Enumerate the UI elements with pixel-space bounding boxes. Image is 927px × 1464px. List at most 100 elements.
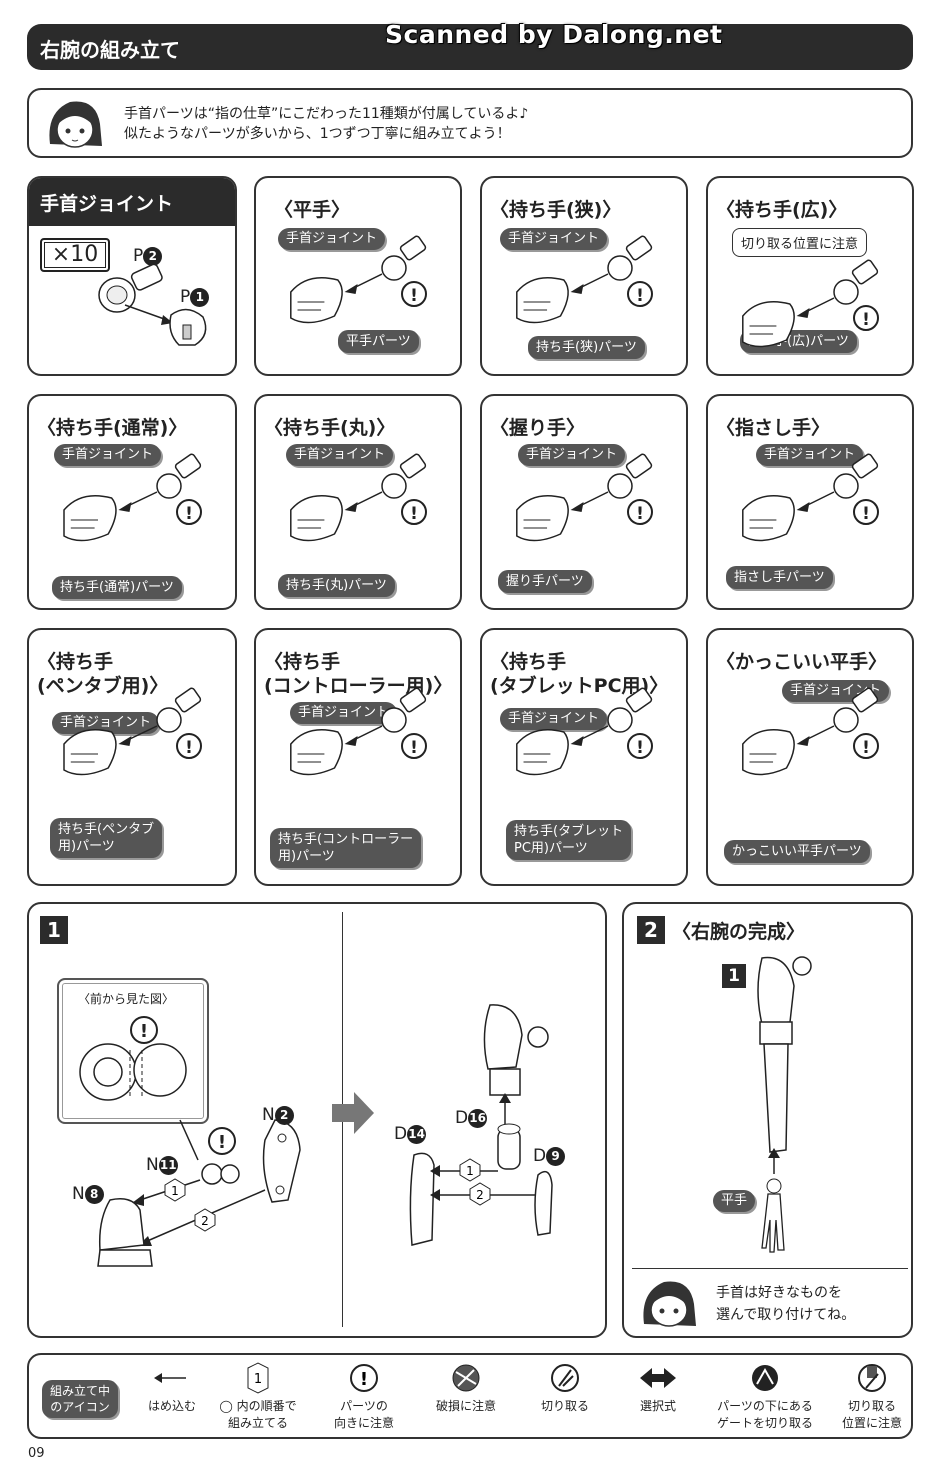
icon-legend-label: パーツの下にある ゲートを切り取る	[716, 1399, 813, 1430]
step2-note-line-2: 選んで取り付けてね。	[716, 1307, 856, 1323]
hand-label: 平手	[713, 1190, 756, 1212]
wrist-joint-label: 手首ジョイント	[54, 444, 162, 466]
wrist-joint-label: 手首ジョイント	[290, 702, 398, 724]
wrist-joint-diagram	[98, 265, 207, 346]
front-view-label: 〈前から見た図〉	[78, 992, 175, 1006]
part-letter: P	[133, 246, 144, 266]
step2-subassembly-number: 1	[722, 964, 746, 988]
cut-position-icon	[858, 1364, 886, 1392]
hand-illustration: !	[516, 235, 653, 324]
gate-cut-icon	[752, 1365, 778, 1391]
hand-panel-title: 〈指さし手〉	[716, 417, 831, 439]
wrist-joint-label: 手首ジョイント	[286, 444, 394, 466]
hand-part-label: 持ち手(狭)パーツ	[528, 336, 645, 359]
section-title: 右腕の組み立て	[40, 38, 180, 62]
part-letter: N	[146, 1155, 159, 1175]
icon-legend-label: 切り取る	[540, 1399, 589, 1413]
part-number: 9	[546, 1146, 566, 1166]
wrist-joint-header	[29, 178, 235, 226]
hand-panel	[27, 394, 237, 610]
cut-icon	[551, 1364, 579, 1392]
hand-part-label: 持ち手(丸)パーツ	[278, 574, 395, 597]
hand-illustration: !	[742, 453, 879, 542]
wrist-joint-label: 手首ジョイント	[756, 444, 864, 466]
part-label-d16: D16	[455, 1108, 488, 1128]
svg-text:!: !	[185, 504, 193, 524]
part-letter: P	[180, 287, 191, 307]
hand-illustration: !	[290, 687, 427, 776]
mascot-face-icon	[643, 1281, 696, 1327]
hand-part-label: 持ち手(ペンタブ 用)パーツ	[50, 818, 163, 858]
hand-illustration: !	[290, 453, 427, 542]
icon-legend-label: 破損に注意	[435, 1399, 496, 1413]
svg-text:!: !	[218, 1132, 226, 1153]
icon-legend-title: 組み立て中 のアイコン	[42, 1380, 119, 1418]
completed-arm-diagram	[757, 956, 812, 1253]
step1-number: 1	[40, 916, 68, 944]
hand-panel-title: 〈持ち手 (タブレットPC用)〉	[490, 651, 669, 697]
hand-illustration: !	[516, 453, 653, 542]
arrow-left-icon	[154, 1373, 186, 1383]
intro-text: 手首パーツは“指の仕草”にこだわった11種類が付属しているよ♪ 似たようなパーツ…	[124, 104, 528, 144]
step1-left-diagram: ! ! 1 2	[79, 1016, 301, 1267]
part-number: 1	[190, 287, 210, 307]
svg-text:!: !	[410, 286, 418, 306]
part-number: 11	[158, 1155, 178, 1175]
part-number: 16	[468, 1108, 488, 1128]
intro-box	[27, 88, 913, 158]
order-1-text: 1	[171, 1184, 179, 1198]
icon-legend-bar	[27, 1353, 913, 1439]
step2-title: 〈右腕の完成〉	[672, 921, 806, 943]
intro-line-1: 手首パーツは“指の仕草”にこだわった11種類が付属しているよ♪	[124, 106, 529, 122]
order-number-icon: 1	[247, 1362, 269, 1394]
part-letter: N	[262, 1105, 275, 1125]
hand-part-label: 持ち手(タブレット PC用)パーツ	[506, 820, 632, 860]
part-label-n11: N11	[146, 1155, 178, 1175]
mascot-face-icon	[49, 101, 102, 148]
wrist-joint-title: 手首ジョイント	[40, 193, 174, 215]
svg-text:!: !	[636, 504, 644, 524]
hand-part-label: 持ち手(通常)パーツ	[52, 576, 182, 599]
step1-right-diagram: 1 2	[409, 1004, 553, 1246]
hand-panel-title: 〈持ち手 (コントローラー用)〉	[264, 651, 453, 697]
svg-text:!: !	[410, 738, 418, 758]
step2-note-divider	[632, 1268, 908, 1269]
page-number: 09	[28, 1446, 45, 1461]
step2-note-line-1: 手首は好きなものを	[716, 1285, 842, 1301]
icon-legend-label: はめ込む	[147, 1399, 196, 1413]
part-number: 14	[407, 1124, 427, 1144]
step2-number: 2	[637, 916, 665, 944]
hand-illustration: !	[63, 453, 202, 542]
svg-text:!: !	[862, 504, 870, 524]
svg-text:1: 1	[254, 1372, 262, 1387]
hand-part-label: 指さし手パーツ	[726, 566, 833, 589]
icon-legend-label: 選択式	[639, 1399, 676, 1413]
hand-illustration: !	[742, 259, 879, 348]
hand-illustration: !	[516, 687, 653, 776]
svg-text:!: !	[636, 738, 644, 758]
hand-part-label: 持ち手(コントローラー 用)パーツ	[270, 828, 422, 868]
svg-text:!: !	[636, 286, 644, 306]
svg-text:!: !	[862, 738, 870, 758]
hand-panel-title: 〈持ち手(狭)〉	[490, 199, 622, 221]
cut-position-callout: 切り取る位置に注意	[732, 228, 868, 257]
part-label-d14: D14	[394, 1124, 427, 1144]
quantity-box: ×10	[40, 238, 110, 272]
hand-panel-title: 〈平手〉	[274, 199, 351, 221]
svg-text:2: 2	[476, 1188, 484, 1202]
part-number: 2	[274, 1105, 294, 1125]
wrist-joint-label: 手首ジョイント	[518, 444, 626, 466]
wrist-joint-label: 手首ジョイント	[500, 708, 608, 730]
next-step-arrow-icon	[332, 1092, 374, 1134]
orientation-warning-icon: !	[350, 1364, 378, 1392]
svg-text:!: !	[185, 738, 193, 758]
part-letter: D	[533, 1146, 547, 1166]
icon-legend-label: パーツの 向きに注意	[333, 1399, 394, 1430]
part-letter: N	[72, 1184, 85, 1204]
part-letter: D	[455, 1108, 469, 1128]
step2-note: 手首は好きなものを 選んで取り付けてね。	[716, 1282, 855, 1326]
